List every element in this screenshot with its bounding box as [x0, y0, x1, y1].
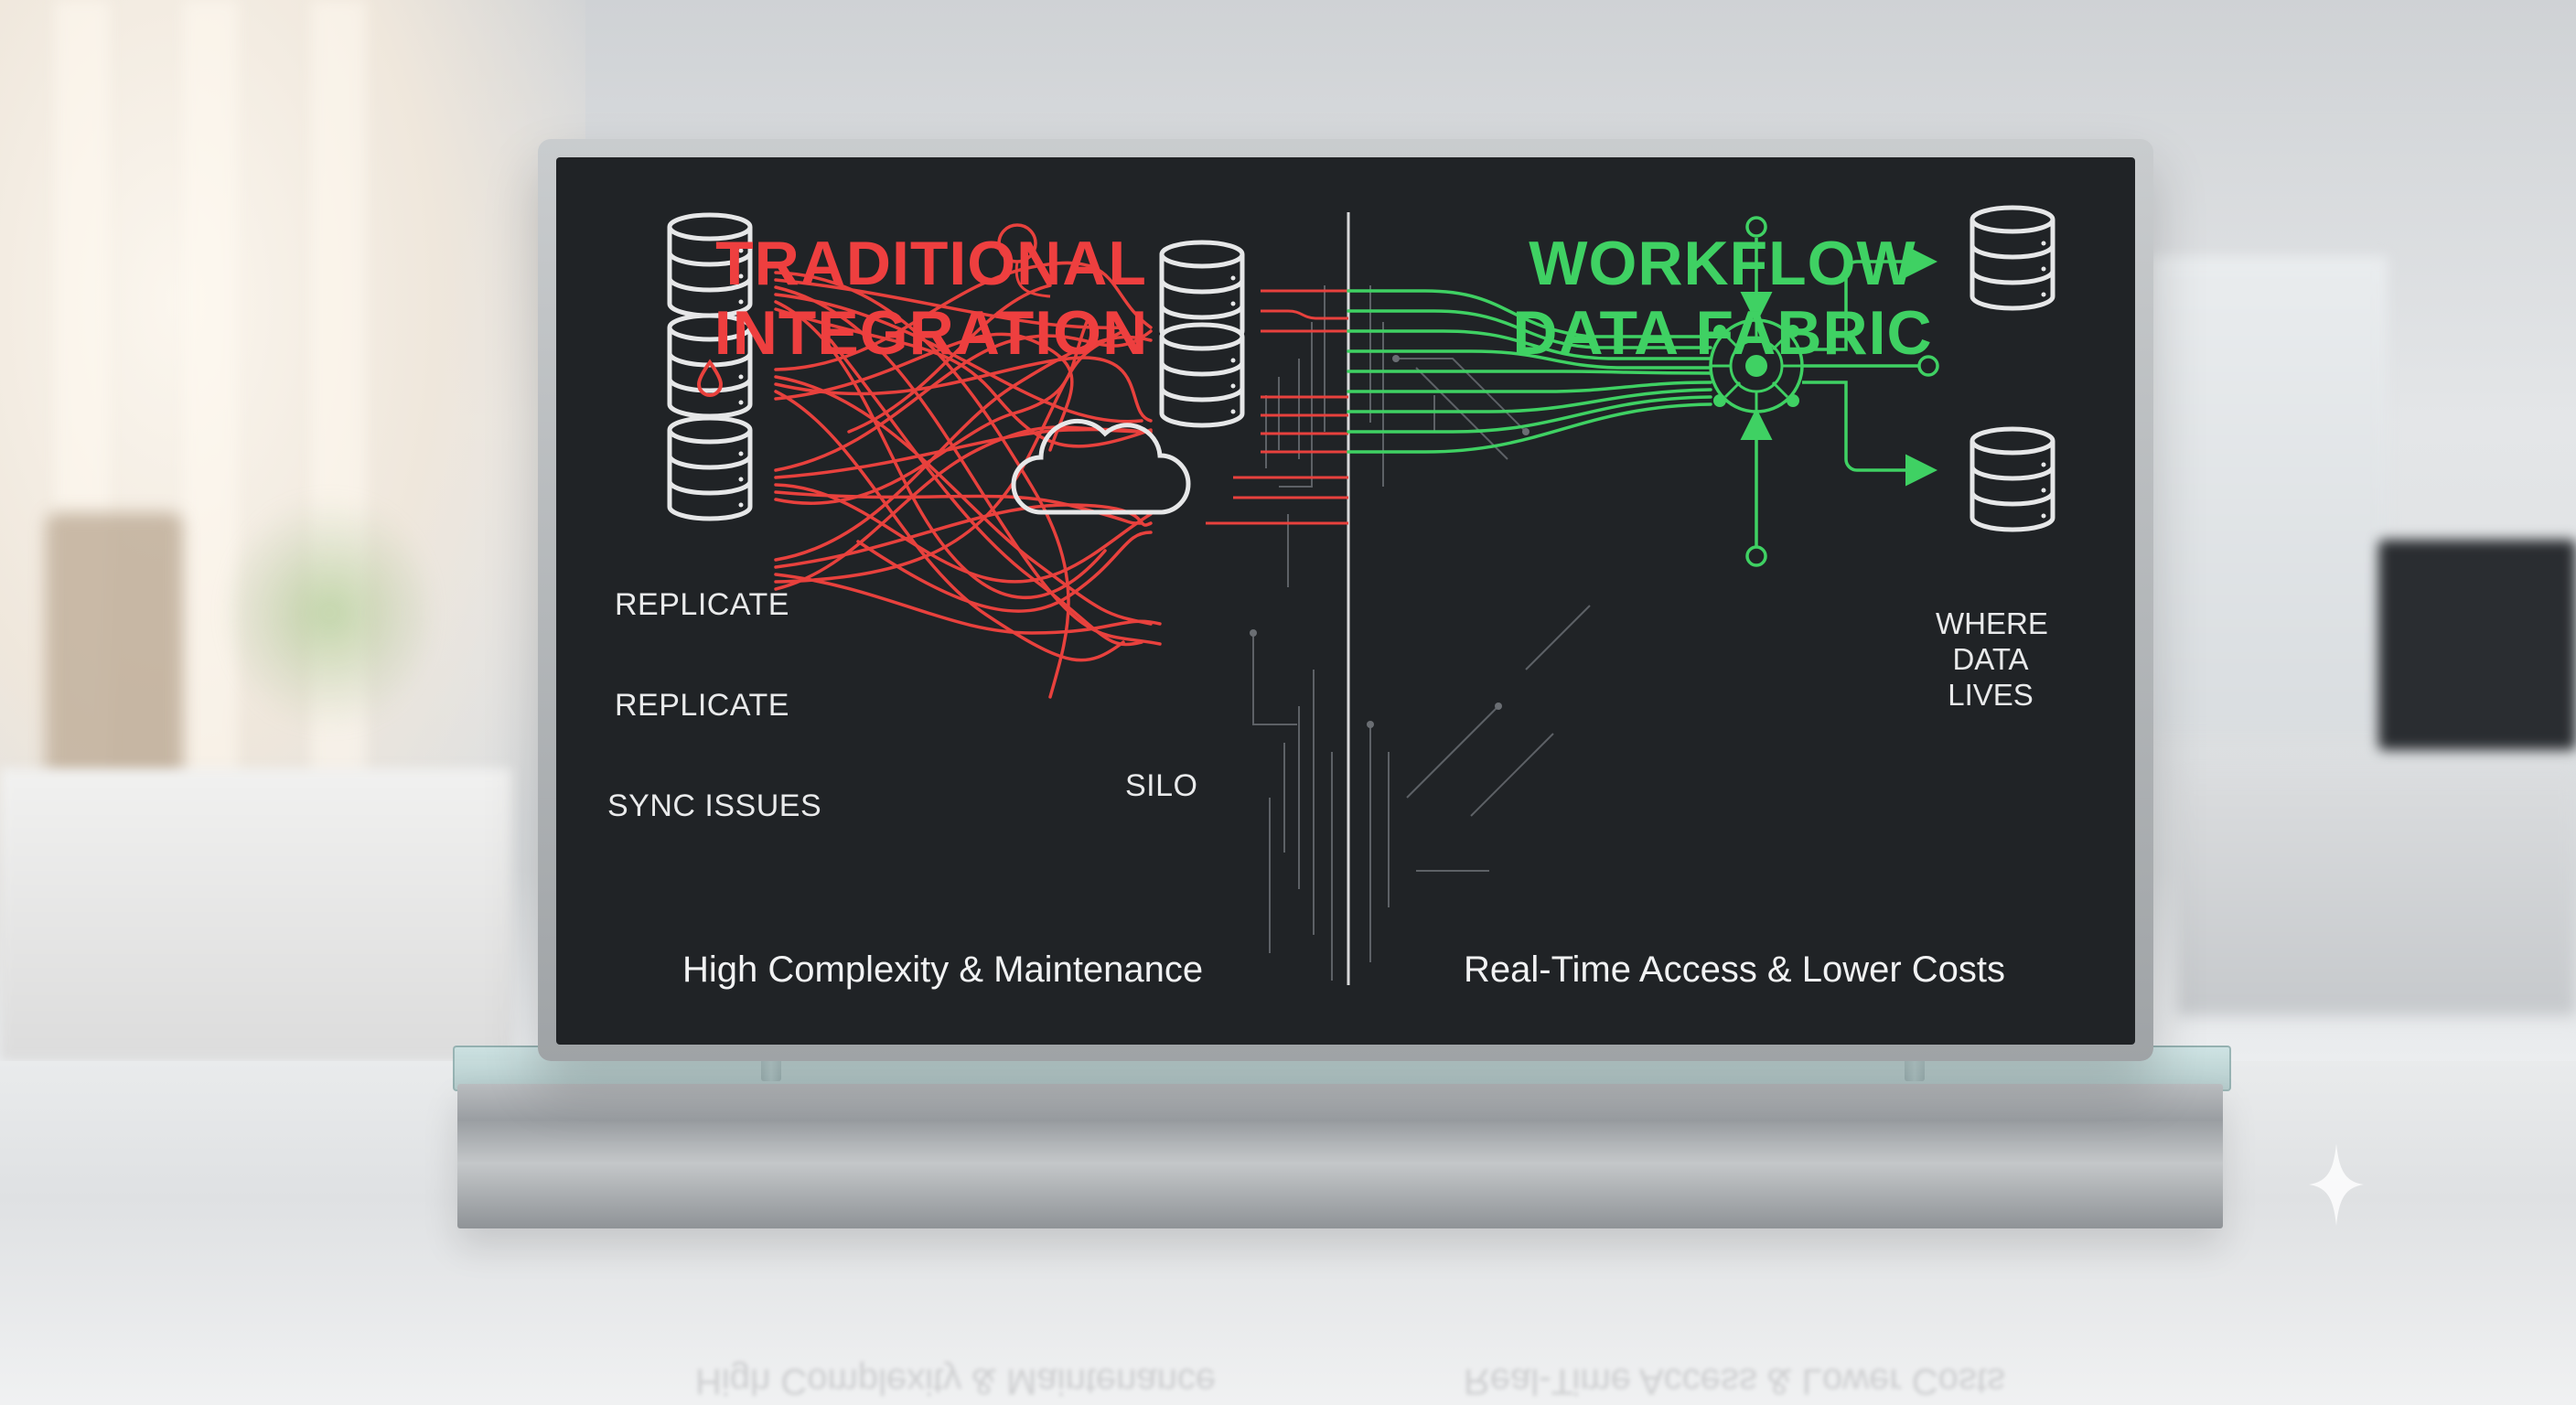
axis-endpoint — [1745, 545, 1767, 567]
database-drop-icon — [670, 316, 750, 416]
database-icon — [670, 418, 750, 519]
right-caption: Real-Time Access & Lower Costs — [1464, 949, 2006, 990]
distribution-lines — [1802, 245, 1937, 487]
target-endpoint — [1917, 355, 1939, 377]
silo-label: SILO — [1125, 768, 1198, 803]
display-screen: TRADITIONAL INTEGRATION WORKFLOW DATA FA… — [556, 157, 2135, 1045]
error-node-connector — [1014, 261, 1051, 298]
outgoing-replication-lines — [1206, 289, 1348, 525]
source-label-replicate: REPLICATE — [615, 587, 789, 622]
title-line: TRADITIONAL — [715, 229, 1147, 298]
background-plant — [229, 494, 430, 732]
sparkle-icon — [2309, 1143, 2364, 1226]
background-desk — [2177, 778, 2576, 1015]
source-label-replicate: REPLICATE — [615, 688, 789, 723]
where-data-lives-label: WHERE DATA LIVES — [1936, 606, 2048, 713]
workflow-data-fabric-title: WORKFLOW DATA FABRIC — [1466, 229, 1979, 368]
background-chair — [46, 512, 183, 787]
label-line: LIVES — [1948, 678, 2034, 712]
axis-endpoint — [1745, 216, 1767, 238]
left-caption: High Complexity & Maintenance — [682, 949, 1204, 990]
label-line: WHERE — [1936, 606, 2048, 640]
converging-data-lines — [1347, 289, 1712, 454]
cloud-icon — [1011, 418, 1191, 515]
background-desk — [0, 768, 512, 1061]
title-line: INTEGRATION — [714, 298, 1149, 368]
tangled-connections — [774, 261, 1162, 699]
title-line: WORKFLOW — [1529, 229, 1916, 298]
traditional-integration-title: TRADITIONAL INTEGRATION — [675, 229, 1187, 368]
reflection: High Complexity & Maintenance Real-Time … — [695, 1356, 2005, 1401]
circuit-traces — [1252, 285, 1591, 981]
diagram-canvas — [556, 157, 2135, 985]
database-icon — [1972, 208, 2053, 308]
circuit-nodes — [1250, 355, 1530, 728]
reflection-left-caption: High Complexity & Maintenance — [695, 1361, 1217, 1401]
stand-base — [457, 1084, 2223, 1228]
background-monitor — [2378, 540, 2576, 750]
reflection-right-caption: Real-Time Access & Lower Costs — [1464, 1361, 2006, 1401]
label-line: DATA — [1952, 642, 2029, 676]
database-icon — [1972, 429, 2053, 530]
background-whiteboard — [2150, 256, 2388, 732]
source-label-sync-issues: SYNC ISSUES — [607, 788, 822, 823]
title-line: DATA FABRIC — [1512, 298, 1933, 368]
